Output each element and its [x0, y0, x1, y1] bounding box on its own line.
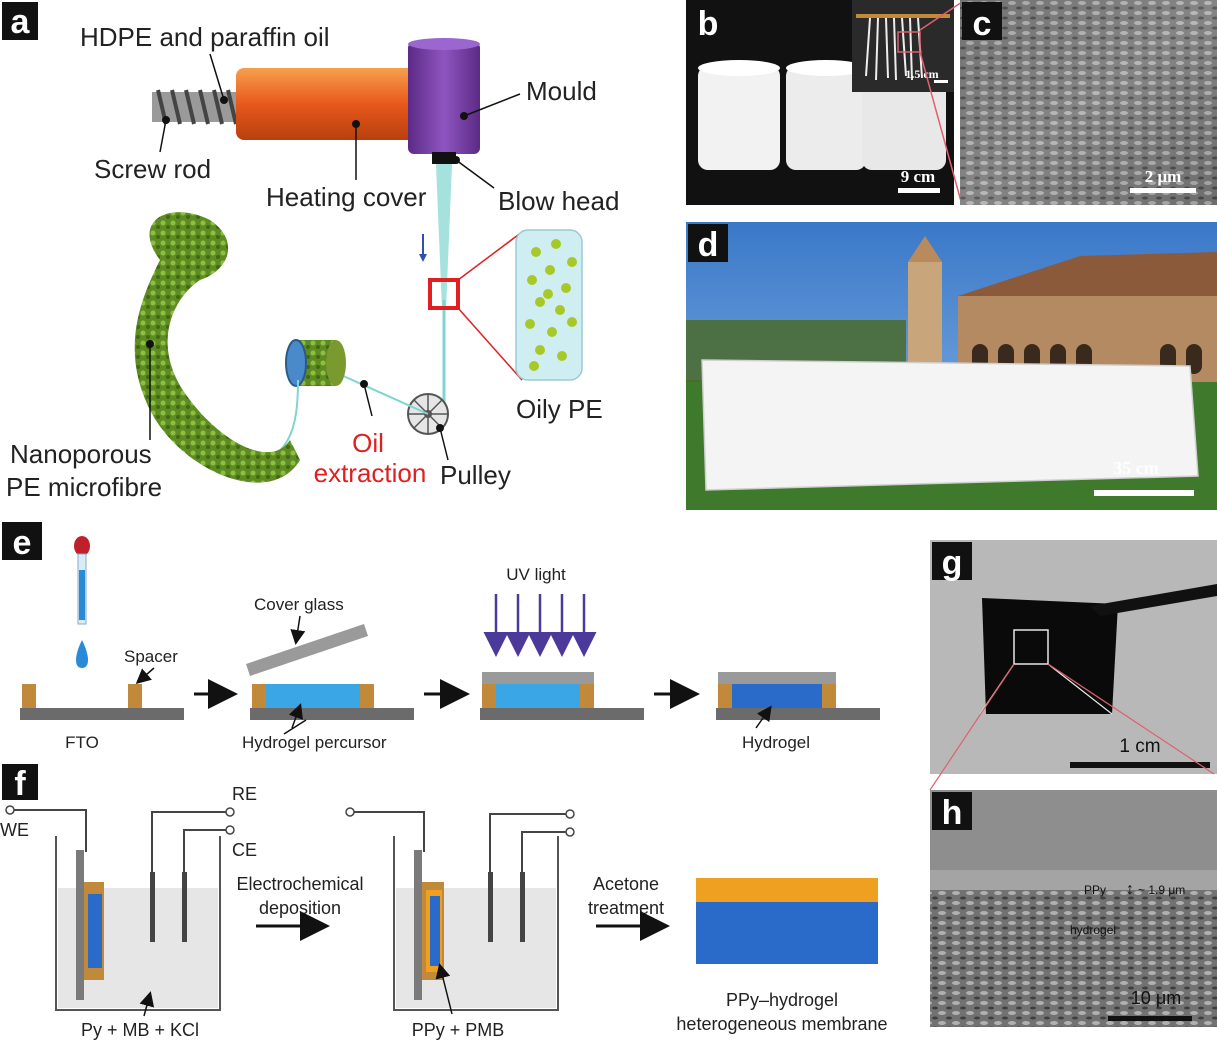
label-deposition: deposition: [259, 898, 341, 918]
label-ppy: PPy: [1084, 883, 1106, 897]
panel-d-letter: d: [698, 226, 719, 264]
label-uv-light: UV light: [506, 565, 566, 584]
label-h-hydrogel: hydrogel: [1070, 923, 1116, 937]
label-membrane-1: PPy–hydrogel: [726, 990, 838, 1010]
label-pe-microfibre: PE microfibre: [6, 472, 162, 502]
panel-a-letter-box: [2, 2, 38, 40]
dropper-icon: [74, 536, 90, 668]
panel-b-inset-scale: 1.5 cm: [905, 67, 938, 81]
oily-pe-cylinder: [515, 229, 583, 381]
panel-b-letter: b: [698, 5, 719, 43]
mould-icon: [408, 42, 480, 154]
panel-d-scale: 35 cm: [1113, 458, 1158, 478]
fto-substrate-3: [480, 708, 644, 720]
thickness-arrow-icon: ↕: [1126, 881, 1134, 898]
label-acetone: Acetone: [593, 874, 659, 894]
panel-c-letter: c: [973, 5, 992, 43]
panel-g: g 1 cm: [930, 540, 1217, 774]
fabric-sheet: [701, 359, 1199, 491]
label-we: WE: [0, 820, 29, 840]
beaker-1: [5, 805, 235, 1017]
panel-h-scale: 10 μm: [1131, 988, 1181, 1008]
fto-substrate-4: [716, 708, 880, 720]
fiber-jet: [436, 164, 452, 310]
label-solution-1: Py + MB + KCl: [81, 1020, 199, 1040]
spool-icon: [285, 339, 346, 387]
label-membrane-2: heterogeneous membrane: [676, 1014, 887, 1034]
panel-c-scale: 2 μm: [1145, 167, 1182, 186]
panel-b: b 9 cm 1.5 cm: [686, 0, 954, 205]
label-fto: FTO: [65, 733, 99, 752]
label-re: RE: [232, 784, 257, 804]
label-spacer: Spacer: [124, 647, 178, 666]
panel-f-letter: f: [14, 765, 26, 803]
label-hdpe: HDPE and paraffin oil: [80, 22, 330, 52]
fto-substrate-2: [250, 708, 414, 720]
zoom-box: [428, 278, 460, 310]
membrane-sample: [982, 598, 1118, 714]
nanoporous-fiber-icon: [134, 212, 300, 483]
ppy-layer: [696, 878, 878, 902]
panel-e: e Spacer FTO Cover glass Hydrogel percur…: [2, 522, 880, 752]
hoover-tower-icon: [908, 236, 942, 372]
label-heating-cover: Heating cover: [266, 182, 427, 212]
panel-e-letter: e: [13, 524, 32, 562]
panel-g-scale: 1 cm: [1119, 736, 1160, 757]
label-screw-rod: Screw rod: [94, 154, 211, 184]
label-nanoporous: Nanoporous: [10, 439, 152, 469]
label-hydrogel: Hydrogel: [742, 733, 810, 752]
label-hydrogel-percursor: Hydrogel percursor: [242, 733, 387, 752]
panel-a: a: [2, 2, 619, 502]
panel-h: h PPy ↕ ~ 1.9 μm hydrogel 10 μm: [930, 790, 1217, 1027]
label-thickness: ~ 1.9 μm: [1138, 883, 1185, 897]
label-electrochemical: Electrochemical: [236, 874, 363, 894]
fto-substrate-1: [20, 708, 184, 720]
label-ce: CE: [232, 840, 257, 860]
label-treatment: treatment: [588, 898, 664, 918]
label-cover-glass: Cover glass: [254, 595, 344, 614]
label-oily-pe: Oily PE: [516, 394, 603, 424]
panel-f: f RE WE CE Py + MB + KCl Electrochemical…: [0, 764, 888, 1040]
label-extraction: extraction: [314, 458, 427, 488]
label-oil: Oil: [352, 428, 384, 458]
panel-d: d 35 cm: [686, 222, 1217, 510]
panel-a-letter: a: [11, 3, 31, 41]
hydrogel-layer: [696, 902, 878, 964]
panel-g-letter: g: [942, 544, 963, 582]
panel-h-letter: h: [942, 794, 963, 832]
panel-b-scale: 9 cm: [901, 167, 935, 186]
blow-head-icon: [432, 152, 456, 164]
label-mould: Mould: [526, 76, 597, 106]
label-blow-head: Blow head: [498, 186, 619, 216]
cover-glass-icon: [246, 624, 368, 676]
label-pulley: Pulley: [440, 460, 511, 490]
heating-cover-icon: [236, 68, 416, 140]
uv-arrows: [483, 594, 597, 657]
label-solution-2: PPy + PMB: [412, 1020, 505, 1040]
panel-c: c 2 μm: [960, 0, 1217, 205]
tweezer-icon: [1090, 584, 1217, 616]
beaker-2: [345, 807, 575, 1015]
